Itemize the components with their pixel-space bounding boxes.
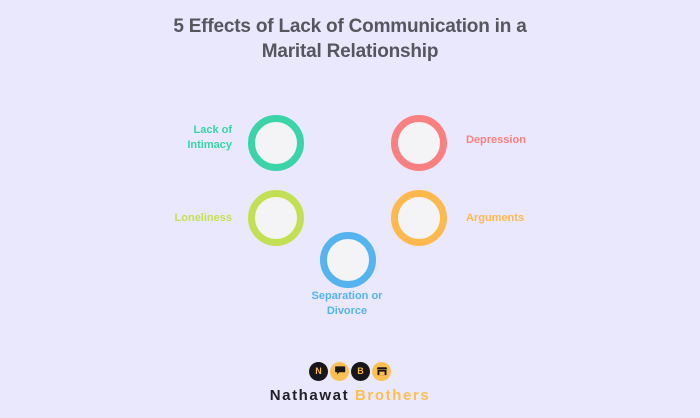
ring-icon-depression bbox=[391, 115, 447, 171]
effects-diagram: Lack of Intimacy Depression Loneliness A… bbox=[174, 115, 526, 317]
ring-icon-loneliness bbox=[248, 190, 304, 246]
ring-icon-lack-of-intimacy bbox=[248, 115, 304, 171]
brand-badge-letter-b-text: B bbox=[357, 365, 364, 376]
diagram-node-label-lack-of-intimacy: Lack of Intimacy bbox=[187, 124, 232, 151]
brand-wordmark: Nathawat Brothers bbox=[0, 387, 700, 405]
page-title-line-2: Marital Relationship bbox=[261, 41, 439, 62]
speech-bubble-icon bbox=[330, 361, 349, 381]
brand-badge-letter-b: B bbox=[351, 361, 370, 381]
ring-icon-separation-or-divorce bbox=[320, 232, 376, 288]
brand-logo-badges: N B bbox=[0, 360, 700, 382]
diagram-node-label-separation-or-divorce: Separation or Divorce bbox=[311, 290, 383, 317]
brand-badge-letter-n: N bbox=[309, 361, 328, 381]
diagram-node-label-arguments: Arguments bbox=[466, 212, 525, 224]
brand-badge-letter-n-text: N bbox=[315, 365, 322, 376]
diagram-node-label-depression: Depression bbox=[466, 134, 526, 146]
ring-icon-arguments bbox=[391, 190, 447, 246]
page-title-line-1: 5 Effects of Lack of Communication in a bbox=[173, 16, 527, 37]
brand-logo: N B Nathawat Brothers bbox=[0, 360, 700, 405]
brand-wordmark-nathawat: Nathawat bbox=[269, 387, 350, 404]
page-title: 5 Effects of Lack of Communication in a … bbox=[0, 14, 700, 64]
brand-wordmark-brothers: Brothers bbox=[354, 387, 431, 404]
diagram-node-label-loneliness: Loneliness bbox=[174, 212, 232, 224]
storefront-icon bbox=[372, 361, 391, 381]
